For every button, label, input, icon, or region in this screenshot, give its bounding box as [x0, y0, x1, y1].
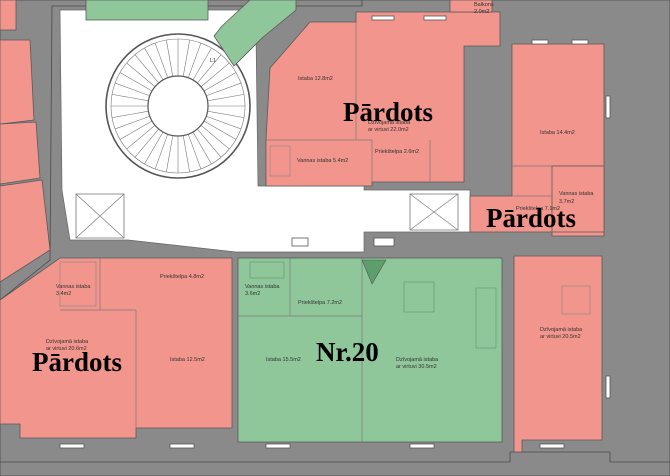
room-label-living-bl-2: ar virtuvi 20.6m2 — [46, 346, 87, 352]
stair-tread — [187, 42, 202, 78]
stair-tread — [134, 54, 159, 84]
room-label-istaba-top: Istaba 12.8m2 — [298, 76, 333, 82]
stair-tread — [111, 110, 149, 118]
stair-tread — [187, 134, 202, 170]
stair-tread — [206, 82, 242, 97]
sold-label-top: Pārdots — [343, 97, 433, 127]
room-label-istaba-right: Istaba 14.4m2 — [540, 130, 575, 136]
stair-tread — [126, 62, 156, 87]
room-label-bath-g-1: Vannas istaba — [245, 284, 280, 290]
available-apartment-nr20: Vannas istaba 3.6m2 Priekštelpa 7.2m2 Is… — [237, 257, 503, 443]
stair-tread — [203, 120, 237, 140]
stair-tread — [144, 47, 164, 81]
stair-tread — [182, 135, 190, 173]
stair-tread — [114, 82, 150, 97]
room-label-hall-bl: Priekštelpa 4.8m2 — [160, 274, 204, 280]
room-label-bath-bl-1: Vannas istaba — [56, 284, 91, 290]
stair-tread — [119, 120, 153, 140]
stair-tread — [111, 94, 149, 102]
lift-label: L1 — [210, 58, 216, 64]
stair-tread — [126, 125, 156, 150]
balcony-area: 2.0m2 — [474, 9, 489, 15]
stair-tread — [200, 125, 230, 150]
room-label-istaba-g: Istaba 15.5m2 — [266, 357, 301, 363]
neighbour-apartment-top — [85, 0, 297, 67]
room-label-living-br-1: Dzīvojamā istaba — [540, 327, 583, 333]
room-label-bath-top: Vannas istaba 5.4m2 — [297, 158, 348, 164]
stair-tread — [119, 72, 153, 92]
stair-tread — [182, 39, 190, 77]
spiral-staircase: L1 — [105, 33, 251, 179]
room-label-hall-right: Priekštelpa 7.1m2 — [516, 206, 560, 212]
sold-apartment-bottom-right: Dzīvojamā istaba ar virtuvi 20.5m2 — [513, 255, 603, 453]
room-label-bath-bl-2: 3.4m2 — [56, 291, 71, 297]
room-label-hall-g: Priekštelpa 7.2m2 — [298, 300, 342, 306]
sold-label-right: Pārdots — [486, 203, 576, 233]
room-label-bath-right-2: 3.7m2 — [559, 199, 574, 205]
sold-apartment-right: Istaba 14.4m2 Vannas istaba 3.7m2 Priekš… — [469, 43, 605, 237]
room-label-living-bl-1: Dzīvojamā istaba — [46, 339, 89, 345]
room-label-living-g-1: Dzīvojamā istaba — [396, 357, 439, 363]
room-label-living-top-2: ar virtuvi 22.0m2 — [368, 127, 409, 133]
stair-tread — [154, 134, 169, 170]
stair-tread — [154, 42, 169, 78]
sold-apartment-bottom-left: Priekštelpa 4.8m2 Vannas istaba 3.4m2 Dz… — [0, 257, 233, 439]
stair-tread — [166, 39, 174, 77]
room-label-bath-g-2: 3.6m2 — [245, 291, 260, 297]
stair-tread — [197, 128, 222, 158]
stair-tread — [206, 115, 242, 130]
stair-tread — [192, 131, 212, 165]
stair-tread — [166, 135, 174, 173]
sold-apartment-left-column — [0, 0, 51, 283]
room-label-hall-top: Priekštelpa 2.6m2 — [375, 149, 419, 155]
stair-tread — [207, 110, 245, 118]
sold-label-left: Pārdots — [32, 347, 122, 377]
stair-tread — [200, 62, 230, 87]
room-label-istaba-bl: Istaba 12.5m2 — [170, 357, 205, 363]
stair-tread — [144, 131, 164, 165]
room-label-living-br-2: ar virtuvi 20.5m2 — [540, 334, 581, 340]
stair-tread — [197, 54, 222, 84]
room-label-living-top-1: Dzīvojamā istaba — [368, 120, 411, 126]
balcony-label: Balkons — [474, 2, 494, 8]
stair-tread — [134, 128, 159, 158]
stair-tread — [192, 47, 212, 81]
windows — [59, 15, 611, 449]
sold-apartment-top: Istaba 12.8m2 Dzīvojamā istaba ar virtuv… — [265, 0, 501, 187]
stair-tread — [203, 72, 237, 92]
room-label-living-g-2: ar virtuvi 30.5m2 — [396, 364, 437, 370]
room-label-bath-right-1: Vannas istaba — [559, 191, 594, 197]
stair-tread — [114, 115, 150, 130]
apartment-number-label: Nr.20 — [316, 337, 379, 367]
stair-tread — [207, 94, 245, 102]
